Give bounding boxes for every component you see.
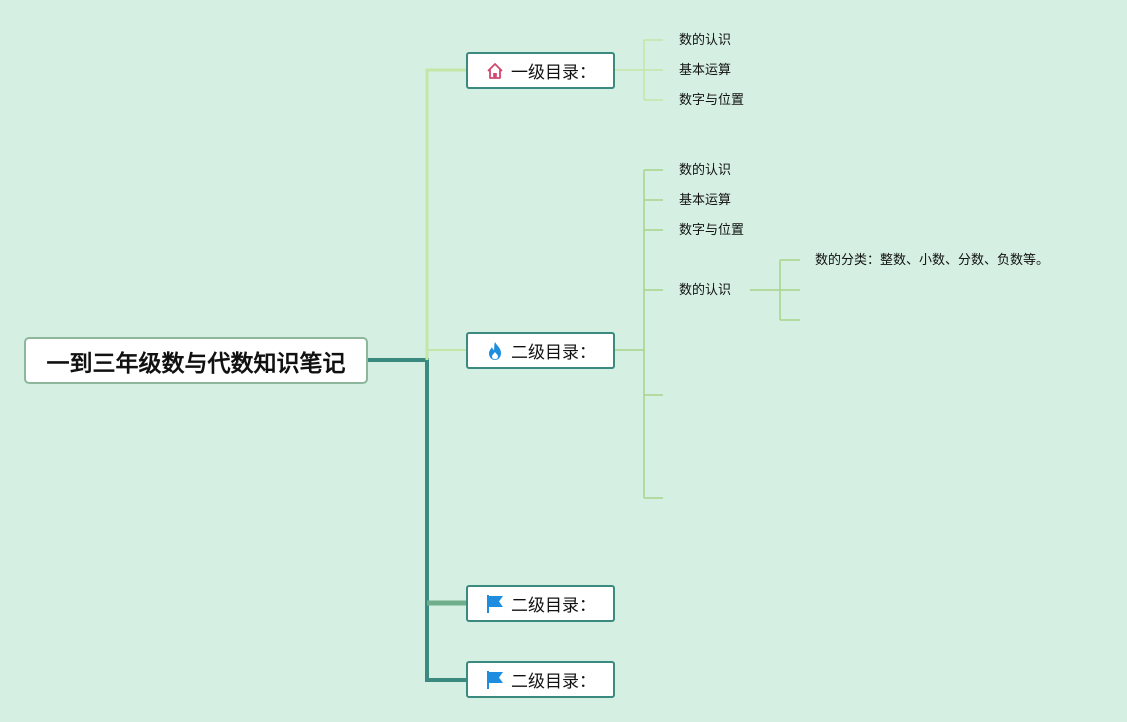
root-title: 一到三年级数与代数知识笔记 <box>46 350 346 377</box>
leaf-bracket-sub <box>750 259 800 321</box>
leaf-bracket-2 <box>615 169 663 499</box>
root-topic[interactable]: 一到三年级数与代数知识笔记 <box>24 337 368 384</box>
branch-label-2: 二级目录： <box>511 343 596 363</box>
leaf-topic[interactable]: 数字与位置 <box>679 93 745 108</box>
home-icon <box>487 62 503 79</box>
branch-node-3[interactable]: 二级目录： <box>466 585 615 622</box>
trunk-line <box>368 358 466 682</box>
flag-icon <box>487 594 503 613</box>
branch-node-4[interactable]: 二级目录： <box>466 661 615 698</box>
flag-icon <box>487 670 503 689</box>
branch-node-2[interactable]: 二级目录： <box>466 332 615 369</box>
leaf-bracket-1 <box>615 39 663 101</box>
leaf-topic[interactable]: 基本运算 <box>679 193 732 208</box>
branch-label-3: 二级目录： <box>511 596 596 616</box>
leaf-topic[interactable]: 数字与位置 <box>679 223 745 238</box>
leaf-topic[interactable]: 基本运算 <box>679 63 732 78</box>
leaf-topic[interactable]: 数的认识 <box>679 163 732 178</box>
branch-label-4: 二级目录： <box>511 672 596 692</box>
branch-node-1[interactable]: 一级目录： <box>466 52 615 89</box>
fire-icon <box>489 341 501 360</box>
branch-label-1: 一级目录： <box>511 63 596 83</box>
leaf-topic[interactable]: 数的认识 <box>679 283 732 298</box>
sub-leaf-topic[interactable]: 数的分类：整数、小数、分数、负数等。 <box>815 253 1050 268</box>
connector-branch-1 <box>425 68 466 360</box>
leaf-topic[interactable]: 数的认识 <box>679 33 732 48</box>
